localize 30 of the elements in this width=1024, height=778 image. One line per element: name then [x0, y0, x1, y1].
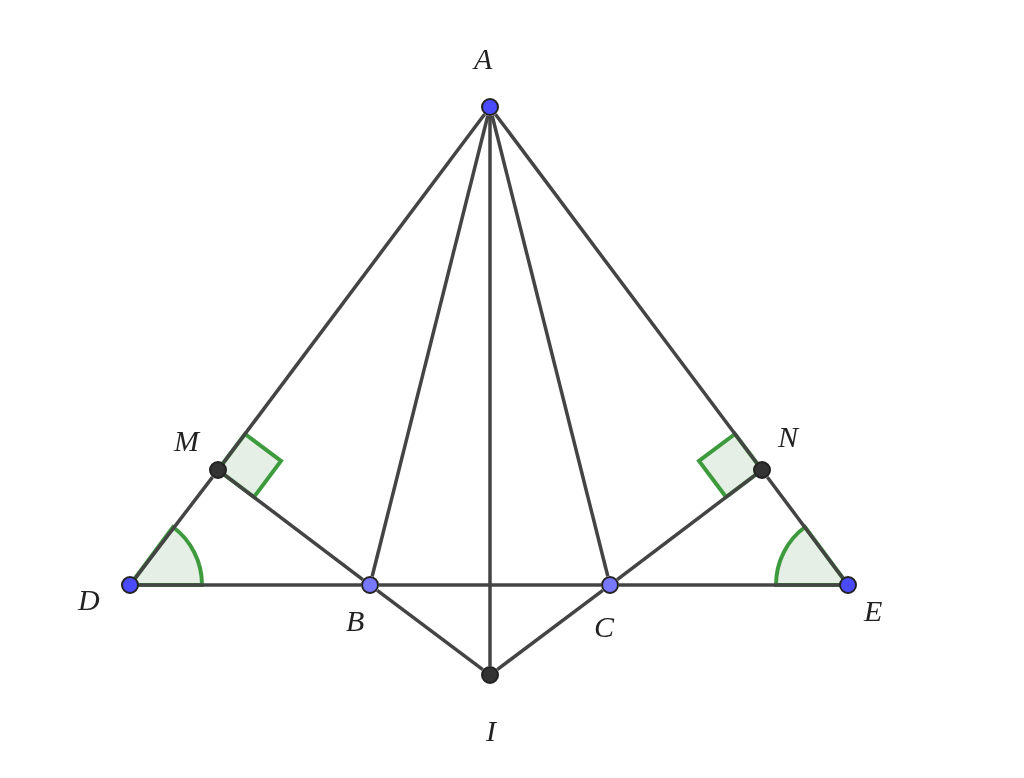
- point-dot: [481, 666, 499, 684]
- line-segment: [488, 116, 492, 666]
- line-segment: [222, 113, 486, 464]
- point-dot: [481, 98, 499, 116]
- line-segment: [616, 474, 756, 581]
- line-segment: [376, 589, 484, 671]
- line-segment: [139, 583, 361, 587]
- line-segment: [766, 476, 844, 579]
- line-segment: [490, 115, 610, 577]
- point-label: C: [594, 612, 614, 642]
- line-segment: [379, 583, 601, 587]
- point-label: M: [174, 426, 199, 456]
- line-segment: [619, 583, 839, 587]
- line-segment: [224, 474, 364, 581]
- point-label: E: [864, 596, 883, 626]
- point-dot: [209, 461, 227, 479]
- line-segment: [496, 589, 604, 671]
- line-segment: [494, 113, 758, 464]
- point-dot: [839, 576, 857, 594]
- point-label: N: [778, 422, 798, 452]
- line-segment: [134, 476, 214, 579]
- line-segment: [370, 115, 490, 577]
- point-label: A: [474, 44, 493, 74]
- point-dot: [753, 461, 771, 479]
- point-label: I: [486, 716, 496, 746]
- point-label: D: [78, 585, 100, 615]
- point-dot: [121, 576, 139, 594]
- point-dot: [361, 576, 379, 594]
- point-label: B: [346, 606, 365, 636]
- point-dot: [601, 576, 619, 594]
